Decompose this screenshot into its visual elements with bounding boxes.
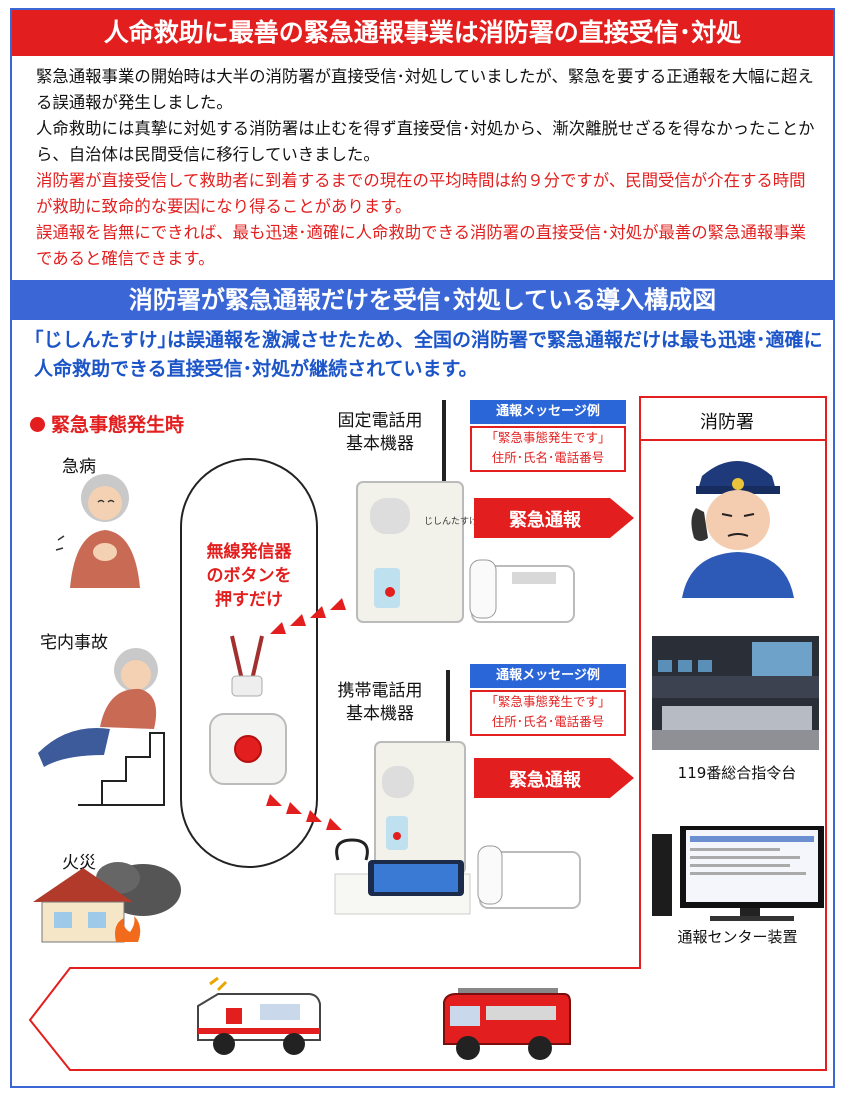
- firefighter-operator-icon: [682, 461, 794, 598]
- mobile-phone-base-unit-icon: [334, 670, 581, 915]
- case-home-accident: 宅内事故: [40, 633, 108, 653]
- section-title: 消防署が緊急通報だけを受信･対処している導入構成図: [12, 280, 833, 320]
- sick-elderly-icon: [55, 474, 140, 588]
- wireless-instruction-line: 押すだけ: [215, 590, 283, 610]
- message-line: ｢緊急事態発生です｣: [491, 694, 605, 709]
- command-center-caption: 119番総合指令台: [677, 764, 797, 782]
- wireless-instruction-line: のボタンを: [206, 566, 292, 586]
- emergency-call-label: 緊急通報: [509, 770, 581, 791]
- message-example-box: ｢緊急事態発生です｣ 住所･氏名･電話番号: [470, 690, 626, 736]
- fire-station-title: 消防署: [700, 412, 754, 433]
- emergency-call-arrow-1: [474, 498, 634, 538]
- device-title-line: 携帯電話用: [337, 681, 423, 701]
- case-fire: 火災: [62, 853, 96, 873]
- emergency-call-label: 緊急通報: [509, 510, 581, 531]
- ambulance-icon: [197, 976, 321, 1055]
- command-center-photo: [652, 636, 819, 750]
- reporting-center-device-icon: [652, 826, 824, 921]
- page-title: 人命救助に最善の緊急通報事業は消防署の直接受信･対処: [12, 10, 833, 56]
- section-lead: ｢じしんたすけ｣は誤通報を激減させたため、全国の消防署で緊急通報だけは最も迅速･…: [34, 329, 823, 380]
- device-title-line: 固定電話用: [337, 411, 423, 431]
- message-example-box: ｢緊急事態発生です｣ 住所･氏名･電話番号: [470, 426, 626, 472]
- intro-paragraph: 人命救助には真摯に対処する消防署は止むを得ず直接受信･対処から、漸次離脱せざるを…: [36, 119, 815, 164]
- fixed-phone-base-unit-icon: じしんたすけ: [356, 400, 575, 623]
- message-example-header: 通報メッセージ例: [470, 400, 626, 424]
- intro-text: 緊急通報事業の開始時は大半の消防署が直接受信･対処していましたが、緊急を要する正…: [36, 64, 816, 272]
- device-fixed-title: 固定電話用 基本機器: [320, 410, 440, 456]
- emergency-call-arrow-2: [474, 758, 634, 798]
- fire-truck-icon: [443, 988, 571, 1060]
- message-line: 住所･氏名･電話番号: [491, 450, 605, 465]
- message-example-header: 通報メッセージ例: [470, 664, 626, 688]
- wireless-transmitter-frame: [180, 458, 318, 868]
- device-title-line: 基本機器: [346, 434, 414, 454]
- emergency-label: 緊急事態発生時: [30, 410, 184, 437]
- page-frame: [10, 8, 835, 1088]
- case-illness: 急病: [62, 457, 96, 477]
- reporting-center-caption: 通報センター装置: [677, 928, 798, 946]
- signal-arrows-icon: [270, 598, 346, 634]
- message-line: 住所･氏名･電話番号: [491, 714, 605, 729]
- house-fire-icon: [33, 862, 181, 943]
- wireless-instruction-line: 無線発信器: [206, 542, 292, 562]
- bullet-icon: [30, 417, 45, 432]
- pendant-transmitter-icon[interactable]: [196, 632, 300, 792]
- wireless-instruction: 無線発信器 のボタンを 押すだけ: [186, 540, 312, 612]
- device-mobile-title: 携帯電話用 基本機器: [320, 680, 440, 726]
- message-line: ｢緊急事態発生です｣: [491, 430, 605, 445]
- signal-arrows-icon: [266, 794, 342, 830]
- fall-accident-icon: [38, 648, 165, 806]
- emergency-label-text: 緊急事態発生時: [51, 414, 185, 436]
- device-title-line: 基本機器: [346, 704, 414, 724]
- device-brand-label: じしんたすけ: [424, 516, 478, 527]
- intro-paragraph-highlight: 消防署が直接受信して救助者に到着するまでの現在の平均時間は約９分ですが、民間受信…: [36, 171, 806, 216]
- intro-paragraph: 緊急通報事業の開始時は大半の消防署が直接受信･対処していましたが、緊急を要する正…: [36, 67, 814, 112]
- intro-paragraph-highlight: 誤通報を皆無にできれば、最も迅速･適確に人命救助できる消防署の直接受信･対処が最…: [36, 223, 807, 268]
